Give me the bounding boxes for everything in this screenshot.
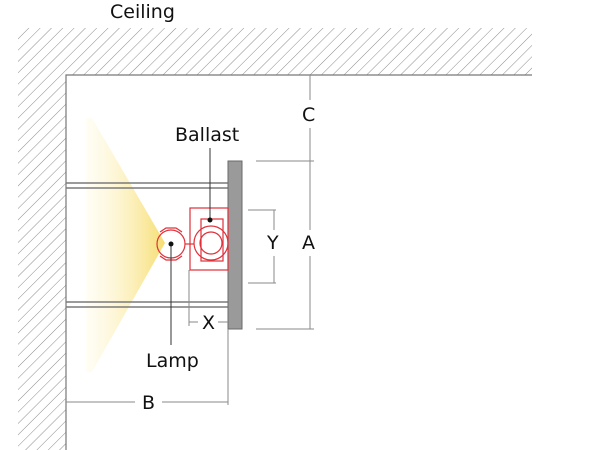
light-beam: [86, 118, 165, 372]
leaders: [170, 148, 211, 345]
ceiling-edge: [65, 74, 532, 450]
dimension-y-label: Y: [266, 232, 279, 254]
mounting-panel: [227, 160, 243, 330]
ballast-leader-dot: [207, 217, 213, 223]
ceiling-hatch: [18, 28, 532, 450]
dimension-c-label: C: [302, 104, 315, 126]
ballast-body: [193, 225, 229, 261]
lamp-leader-dot: [168, 241, 174, 247]
fixture: [156, 207, 229, 271]
ballast-core: [199, 231, 223, 255]
ballast-label: Ballast: [175, 124, 239, 146]
ballast-inner: [200, 218, 224, 262]
dimension-lines: [66, 75, 314, 405]
lamp-label: Lamp: [146, 350, 199, 372]
dimension-a-label: A: [302, 232, 315, 254]
ceiling-label: Ceiling: [110, 1, 175, 23]
mounting-rails: [66, 182, 228, 308]
dimension-x-label: X: [202, 312, 215, 334]
dimension-b-label: B: [142, 392, 155, 414]
